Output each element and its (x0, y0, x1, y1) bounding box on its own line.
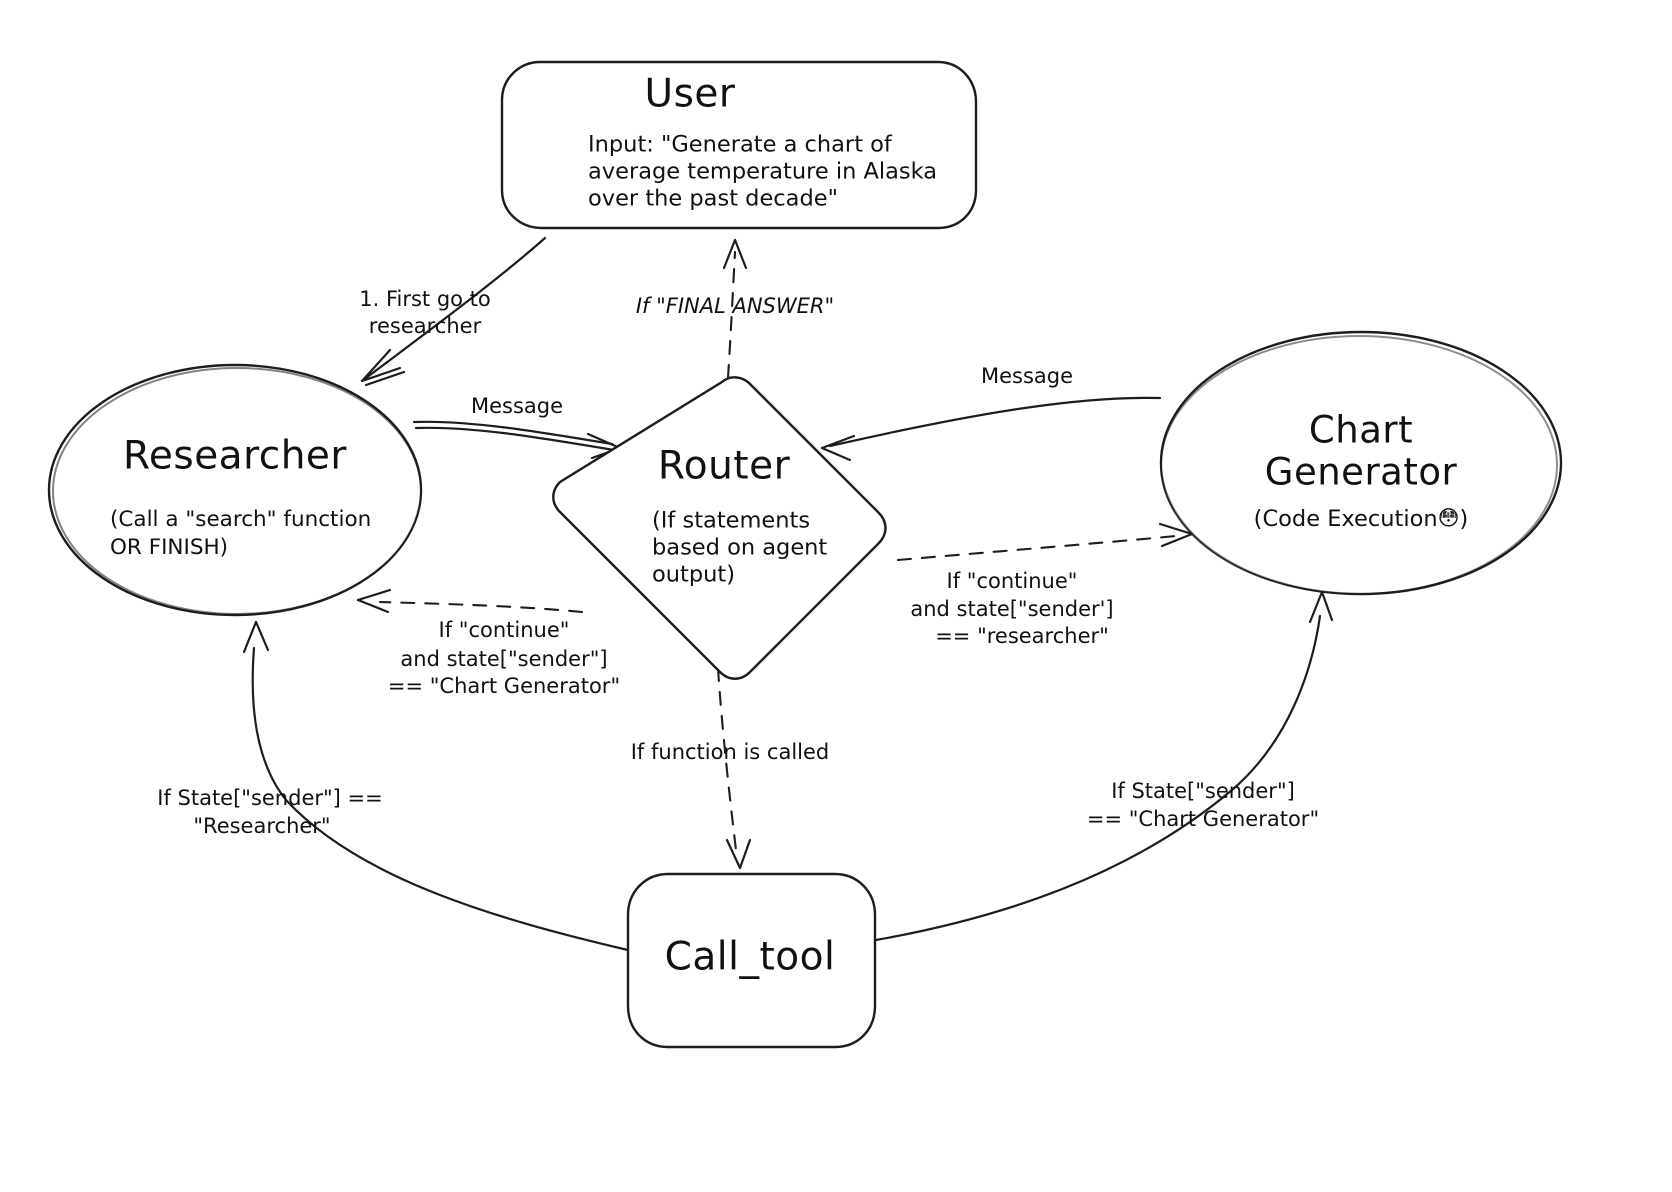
edge-router-to-user (722, 238, 748, 380)
edge-label-router-to-chartgen-line-2: and state["sender'] (910, 597, 1113, 621)
edge-router-to-researcher (356, 588, 584, 614)
edge-label-researcher-to-router-line-1: Message (471, 394, 563, 418)
node-router-title: Router (658, 444, 791, 489)
flushed-face-icon: 😳 (1438, 506, 1460, 530)
edge-label-router-to-chartgen-line-1: If "continue" (947, 569, 1078, 593)
edge-label-router-to-researcher: If "continue" and state["sender"] == "Ch… (388, 618, 620, 698)
edge-chartgen-to-router (820, 396, 1162, 462)
edge-calltool-to-chartgen (874, 590, 1334, 942)
node-researcher-body-line-1: (Call a "search" function (110, 507, 371, 532)
node-chart-generator[interactable]: Chart Generator (Code Execution😳) (1159, 330, 1563, 596)
node-user-title: User (645, 72, 736, 117)
edge-researcher-to-router (412, 420, 622, 460)
edge-user-to-researcher (360, 236, 547, 387)
edge-label-calltool-to-researcher: If State["sender"] == "Researcher" (157, 786, 382, 838)
node-chart-generator-body-suffix: ) (1460, 506, 1469, 532)
node-router-body-line-1: (If statements (652, 508, 810, 534)
edge-label-calltool-to-researcher-line-2: "Researcher" (193, 814, 330, 838)
node-call-tool[interactable]: Call_tool (626, 872, 877, 1049)
edge-calltool-to-researcher (242, 620, 630, 952)
edge-label-router-to-calltool-line-1: If function is called (631, 740, 830, 764)
node-user-body-line-1: Input: "Generate a chart of (588, 132, 893, 158)
edge-label-chartgen-to-router: Message (981, 364, 1073, 388)
edge-label-router-to-researcher-line-1: If "continue" (439, 618, 570, 642)
node-user-body-line-3: over the past decade" (588, 186, 838, 212)
edge-label-calltool-to-chartgen-line-1: If State["sender"] (1111, 779, 1295, 803)
edge-label-user-to-researcher-line-1: 1. First go to (359, 287, 491, 311)
edge-label-user-to-researcher: 1. First go to researcher (359, 287, 491, 338)
edge-label-router-to-researcher-line-3: == "Chart Generator" (388, 674, 620, 698)
node-router[interactable]: Router (If statements based on agent out… (552, 376, 887, 680)
edge-label-router-to-chartgen: If "continue" and state["sender'] == "re… (910, 569, 1113, 648)
edge-label-router-to-calltool: If function is called (631, 740, 830, 764)
edge-label-router-to-chartgen-line-3: == "researcher" (935, 624, 1109, 648)
edge-router-to-chartgen (896, 522, 1194, 562)
edge-router-to-calltool (716, 666, 752, 870)
edge-label-calltool-to-chartgen-line-2: == "Chart Generator" (1087, 807, 1319, 831)
node-chart-generator-title-line-1: Chart (1309, 409, 1413, 452)
edge-label-user-to-researcher-line-2: researcher (369, 314, 482, 338)
node-researcher-title: Researcher (123, 434, 347, 479)
node-chart-generator-body-prefix: (Code Execution (1254, 506, 1438, 532)
node-researcher[interactable]: Researcher (Call a "search" function OR … (47, 363, 423, 617)
node-user[interactable]: User Input: "Generate a chart of average… (500, 60, 978, 230)
edge-label-calltool-to-researcher-line-1: If State["sender"] == (157, 786, 382, 810)
edge-label-calltool-to-chartgen: If State["sender"] == "Chart Generator" (1087, 779, 1319, 831)
edge-label-chartgen-to-router-line-1: Message (981, 364, 1073, 388)
node-researcher-body-line-2: OR FINISH) (110, 535, 228, 560)
edge-label-router-to-user: If "FINAL ANSWER" (636, 294, 834, 318)
node-router-body-line-2: based on agent (652, 535, 827, 561)
node-call-tool-title: Call_tool (665, 935, 836, 980)
node-chart-generator-title-line-2: Generator (1265, 451, 1458, 494)
node-user-body-line-2: average temperature in Alaska (588, 159, 937, 185)
node-router-body-line-3: output) (652, 562, 735, 588)
edge-label-router-to-researcher-line-2: and state["sender"] (400, 647, 607, 671)
edge-label-router-to-user-line-1: If "FINAL ANSWER" (636, 294, 834, 318)
node-chart-generator-body: (Code Execution😳) (1254, 506, 1469, 532)
edge-label-researcher-to-router: Message (471, 394, 563, 418)
